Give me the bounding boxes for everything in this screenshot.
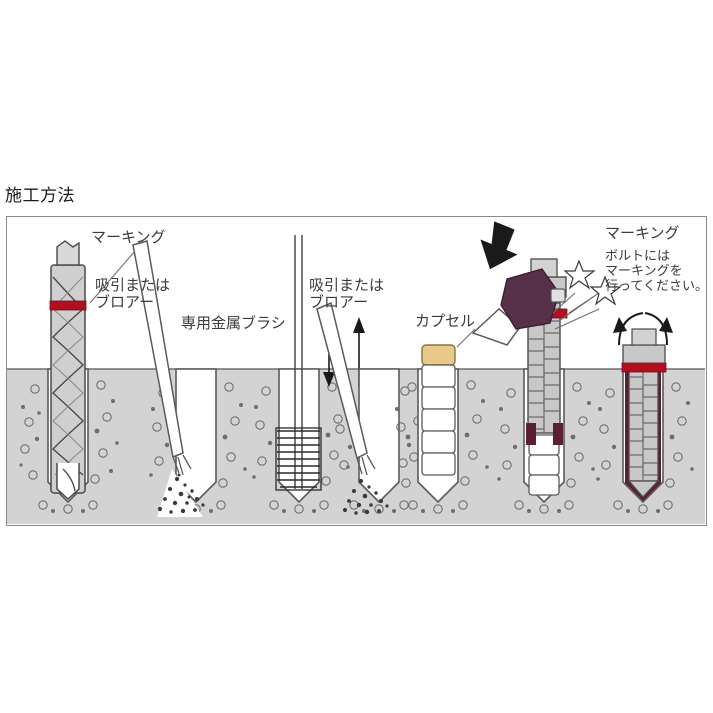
resin-capsule xyxy=(421,344,456,476)
step-1-drill xyxy=(19,240,136,514)
rotation-arrowhead-right xyxy=(659,317,673,333)
label-marking-right-title: マーキング xyxy=(605,224,680,242)
marking-band-red xyxy=(621,362,667,373)
down-arrow-icon xyxy=(323,372,335,387)
seated-bolt xyxy=(621,328,667,498)
label-suction-blower-1: 吸引または ブロアー xyxy=(95,276,171,311)
aggregate-cluster xyxy=(497,382,595,514)
vacuum-nozzle xyxy=(316,301,376,476)
label-marking-right-body: ボルトには マーキングを 行ってください。 xyxy=(605,249,707,294)
step-3-brush xyxy=(252,235,365,514)
wire-brush xyxy=(275,235,322,491)
marking-band-red xyxy=(49,300,87,311)
construction-method-figure: マーキング 吸引または ブロアー 専用金属ブラシ 吸引または ブロアー カプセル… xyxy=(6,216,707,526)
step-2-vacuum xyxy=(132,240,247,517)
capsule-cap xyxy=(421,344,456,366)
figure-illustration xyxy=(7,221,705,524)
up-arrow-icon xyxy=(353,317,365,333)
aggregate-cluster xyxy=(596,382,694,514)
hammer-head xyxy=(500,268,560,330)
step-5-capsule xyxy=(395,328,489,514)
sparkle-leader-lines xyxy=(552,292,600,330)
drill-bit xyxy=(49,240,87,501)
down-arrow-icon xyxy=(480,221,518,270)
debris-pile xyxy=(157,469,205,517)
aggregate-cluster xyxy=(395,380,489,514)
debris-pile xyxy=(342,478,389,515)
callout-leader-marking xyxy=(89,250,136,304)
label-metal-brush: 専用金属ブラシ xyxy=(181,314,286,332)
hammer-icon xyxy=(471,221,566,346)
sparkle-star-icon xyxy=(563,259,622,306)
rotation-arrows-icon xyxy=(618,312,668,346)
label-marking-left: マーキング xyxy=(91,228,166,246)
step-4-vacuum xyxy=(316,301,430,515)
step-7-rotate xyxy=(596,312,694,514)
capsule-remaining xyxy=(528,434,560,496)
label-capsule: カプセル xyxy=(415,312,476,330)
callout-leader-capsule xyxy=(456,328,476,348)
page-title: 施工方法 xyxy=(5,186,75,206)
aggregate-cluster xyxy=(19,380,119,514)
label-suction-blower-2: 吸引または ブロアー xyxy=(309,276,385,311)
rotation-arrowhead-left xyxy=(613,317,627,333)
vacuum-nozzle xyxy=(132,240,192,476)
step-6-drive-bolt xyxy=(471,221,622,514)
